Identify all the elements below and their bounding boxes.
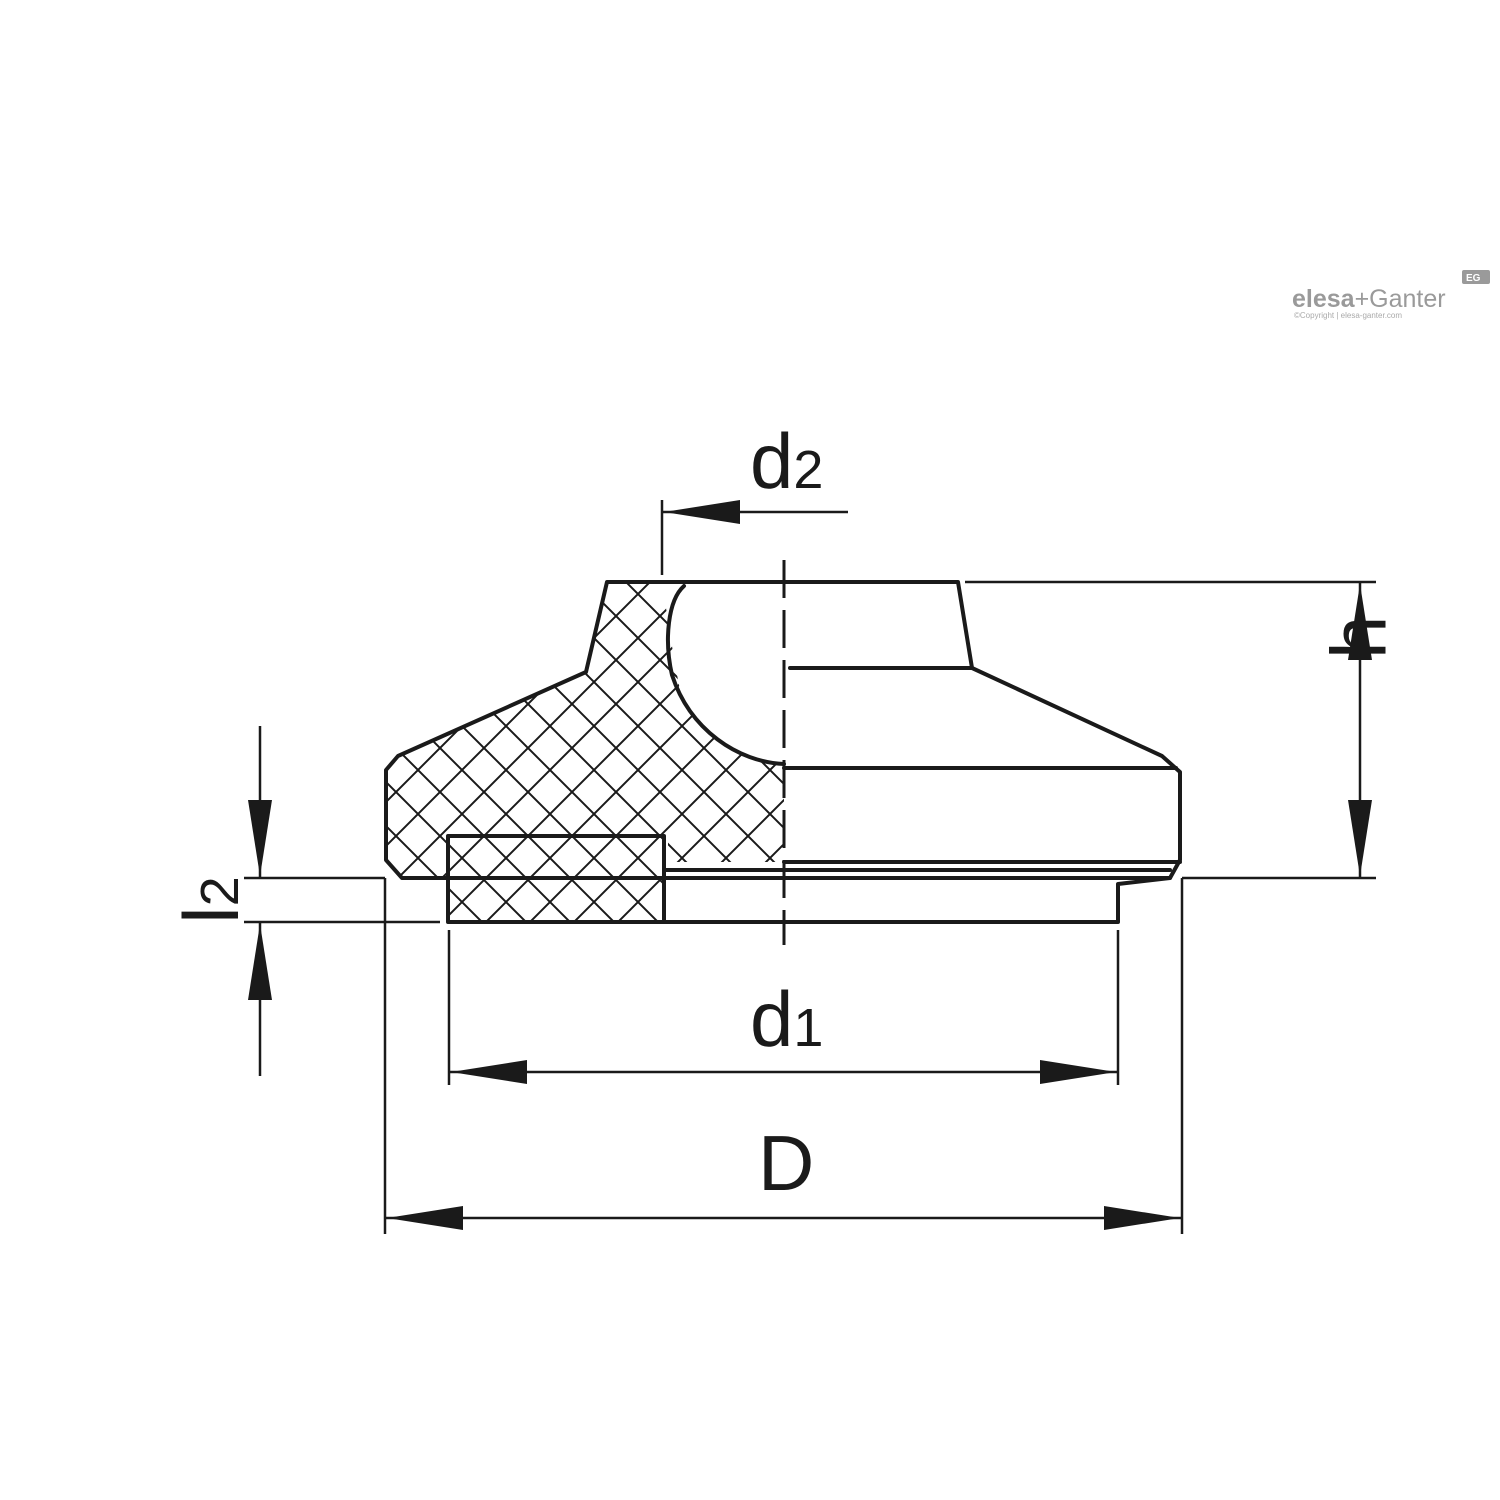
D-arrowhead-left [387, 1206, 463, 1230]
logo-badge-box [1462, 270, 1490, 284]
elesa-ganter-logo: elesa+Ganter EG ©Copyright | elesa-gante… [1292, 270, 1490, 320]
svg-text:©Copyright | elesa-ganter.com: ©Copyright | elesa-ganter.com [1294, 311, 1402, 320]
d1-arrowhead-left [451, 1060, 527, 1084]
l2-label: l2 [167, 876, 255, 923]
l2-arrowhead-top [248, 800, 272, 876]
body-section-hatched [386, 582, 784, 878]
base-plate-outline [662, 876, 1172, 924]
d1-arrowhead-right [1040, 1060, 1116, 1084]
h-label: h [1314, 616, 1402, 659]
d2-arrowhead [664, 500, 740, 524]
d1-label: d1 [750, 975, 823, 1063]
h-arrowhead-bottom [1348, 800, 1372, 876]
insert-outline [446, 834, 666, 924]
bore-arc [666, 584, 786, 766]
D-label: D [758, 1119, 814, 1207]
svg-text:elesa+Ganter: elesa+Ganter [1292, 285, 1446, 313]
svg-text:EG: EG [1466, 273, 1481, 284]
D-arrowhead-right [1104, 1206, 1180, 1230]
d2-label: d2 [750, 417, 823, 505]
l2-arrowhead-bottom [248, 924, 272, 1000]
h-arrowhead-top [1348, 584, 1372, 660]
